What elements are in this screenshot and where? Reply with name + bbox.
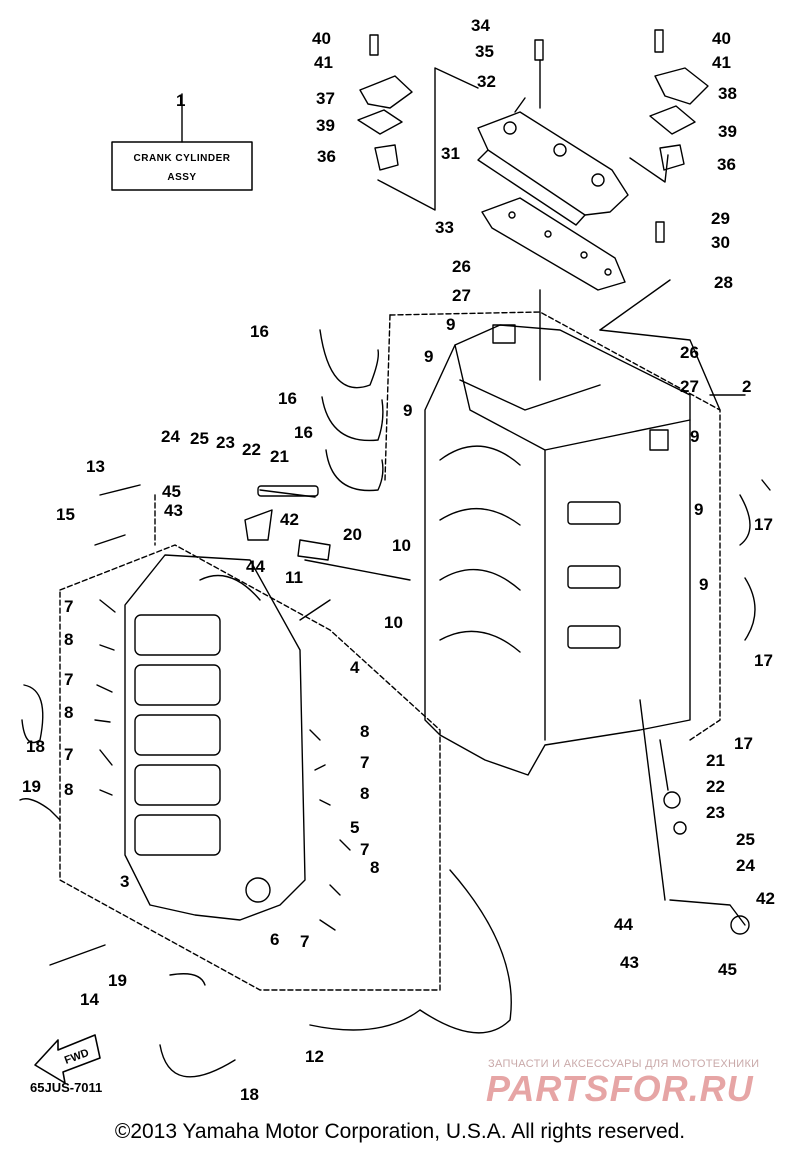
- cylinder-block-part: [424, 324, 691, 776]
- callout-c39b: 39: [718, 122, 737, 141]
- callout-c45b: 45: [718, 960, 737, 979]
- callout-c19a: 19: [22, 777, 41, 796]
- callout-c4: 4: [350, 658, 360, 677]
- crankcase-part: [124, 554, 306, 921]
- callout-c40a: 40: [312, 29, 331, 48]
- callout-c18a: 18: [26, 737, 45, 756]
- assembly-title-line1: CRANK CYLINDER: [134, 153, 231, 164]
- callout-c13: 13: [86, 457, 105, 476]
- callout-c16a: 16: [250, 322, 269, 341]
- diagram-code: 65JUS-7011: [30, 1080, 103, 1095]
- callout-c25b: 25: [736, 830, 755, 849]
- callout-c7c: 7: [64, 745, 73, 764]
- callout-c20: 20: [343, 525, 362, 544]
- thermostat-cover-right: [654, 67, 709, 105]
- callout-c28: 28: [714, 273, 733, 292]
- callout-c30: 30: [711, 233, 730, 252]
- callout-c43a: 43: [164, 501, 183, 520]
- callout-c17c: 17: [734, 734, 753, 753]
- callout-c7a: 7: [64, 597, 73, 616]
- callout-c8f: 8: [370, 858, 379, 877]
- callout-c3: 3: [120, 872, 129, 891]
- callout-c9d: 9: [690, 427, 699, 446]
- copyright-notice: ©2013 Yamaha Motor Corporation, U.S.A. A…: [114, 1120, 686, 1143]
- callout-c2: 2: [742, 377, 751, 396]
- callout-c32: 32: [477, 72, 496, 91]
- callout-c36b: 36: [717, 155, 736, 174]
- callout-c15: 15: [56, 505, 75, 524]
- callout-c22a: 22: [242, 440, 261, 459]
- callout-c21a: 21: [270, 447, 289, 466]
- assembly-title-line2: ASSY: [167, 172, 196, 183]
- callout-c1: 1: [176, 91, 185, 110]
- callout-c22b: 22: [706, 777, 725, 796]
- callout-c24b: 24: [736, 856, 755, 875]
- callout-c43b: 43: [620, 953, 639, 972]
- callout-c41b: 41: [712, 53, 731, 72]
- callout-c8a: 8: [64, 630, 73, 649]
- fwd-arrow-icon: [34, 1034, 101, 1084]
- callout-c19b: 19: [108, 971, 127, 990]
- callout-c26a: 26: [452, 257, 471, 276]
- cover-gasket-part: [481, 197, 626, 291]
- callout-c8b: 8: [64, 703, 73, 722]
- callout-c7f: 7: [300, 932, 309, 951]
- callout-c9c: 9: [403, 401, 412, 420]
- callout-c7e: 7: [360, 840, 369, 859]
- callout-c9b: 9: [424, 347, 433, 366]
- callout-c33: 33: [435, 218, 454, 237]
- callout-c23b: 23: [706, 803, 725, 822]
- callout-c9e: 9: [694, 500, 703, 519]
- callout-c7b: 7: [64, 670, 73, 689]
- callout-c25a: 25: [190, 429, 209, 448]
- callout-c34: 34: [471, 16, 490, 35]
- callout-c39a: 39: [316, 116, 335, 135]
- callout-c5: 5: [350, 818, 359, 837]
- callout-c24a: 24: [161, 427, 180, 446]
- callout-c27b: 27: [680, 377, 699, 396]
- callout-c8d: 8: [360, 722, 369, 741]
- callout-c14: 14: [80, 990, 99, 1009]
- callout-c7d: 7: [360, 753, 369, 772]
- callout-c45a: 45: [162, 482, 181, 501]
- callout-c27a: 27: [452, 286, 471, 305]
- callout-c35: 35: [475, 42, 494, 61]
- callout-c8e: 8: [360, 784, 369, 803]
- callout-c44a: 44: [246, 557, 265, 576]
- exhaust-cover-part: [477, 111, 629, 216]
- callout-c6: 6: [270, 930, 279, 949]
- callout-c11: 11: [285, 568, 303, 587]
- callout-c41a: 41: [314, 53, 333, 72]
- callout-c36a: 36: [317, 147, 336, 166]
- callout-c42a: 42: [280, 510, 299, 529]
- callout-c23a: 23: [216, 433, 235, 452]
- callout-c37: 37: [316, 89, 335, 108]
- callout-c44b: 44: [614, 915, 633, 934]
- callout-c16c: 16: [294, 423, 313, 442]
- callout-c26b: 26: [680, 343, 699, 362]
- watermark-tagline: ЗАПЧАСТИ И АКСЕССУАРЫ ДЛЯ МОТОТЕХНИКИ: [488, 1058, 760, 1070]
- callout-c38: 38: [718, 84, 737, 103]
- watermark-logo: PARTSFOR.RU: [486, 1068, 754, 1109]
- callout-c42b: 42: [756, 889, 775, 908]
- callout-c17a: 17: [754, 515, 773, 534]
- callout-c9f: 9: [699, 575, 708, 594]
- callout-c8c: 8: [64, 780, 73, 799]
- callout-c21b: 21: [706, 751, 725, 770]
- callout-c12: 12: [305, 1047, 324, 1066]
- callout-c10a: 10: [392, 536, 411, 555]
- callout-c10b: 10: [384, 613, 403, 632]
- callout-c9a: 9: [446, 315, 455, 334]
- callout-c17b: 17: [754, 651, 773, 670]
- callout-c29: 29: [711, 209, 730, 228]
- callout-c31: 31: [441, 144, 460, 163]
- callout-c40b: 40: [712, 29, 731, 48]
- thermostat-cover-left: [359, 75, 413, 109]
- callout-c18b: 18: [240, 1085, 259, 1104]
- callout-c16b: 16: [278, 389, 297, 408]
